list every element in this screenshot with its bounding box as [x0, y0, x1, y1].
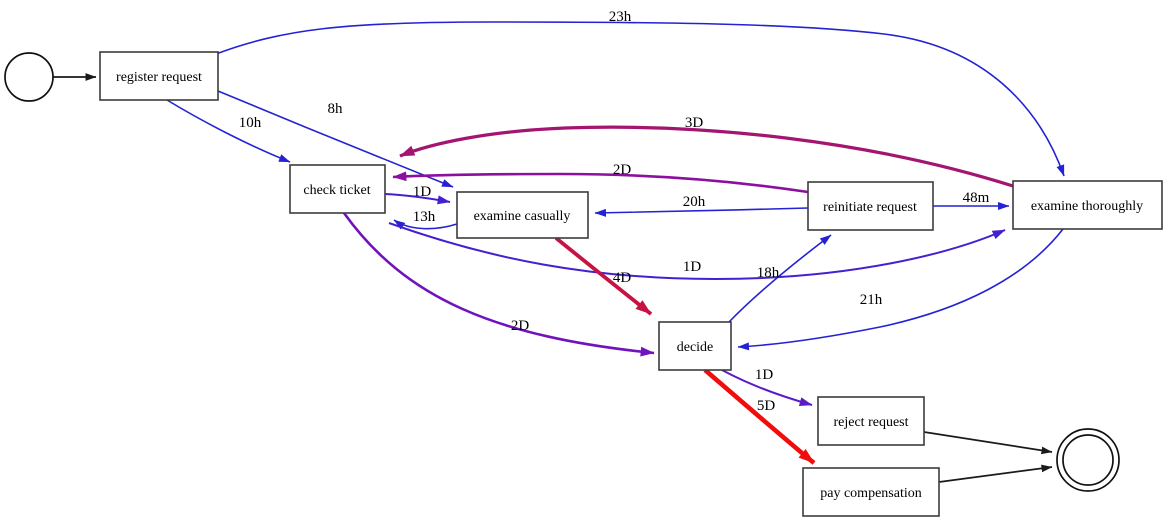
reject-request-label: reject request	[833, 415, 908, 430]
node-reject-request: reject request	[817, 396, 925, 446]
edge-label-register-to-check: 10h	[239, 115, 262, 131]
edge-check-ticket-to-examine-casually	[384, 193, 451, 205]
edge-label-thoroughly-to-check: 3D	[685, 115, 704, 131]
examine-thoroughly-label: examine thoroughly	[1031, 199, 1143, 214]
edge-decide-to-reinitiate-request	[728, 234, 832, 323]
edge-examine-casually-to-decide	[554, 236, 653, 316]
pay-compensation-box	[802, 467, 940, 517]
node-decide: decide	[658, 321, 732, 371]
decide-label: decide	[677, 340, 714, 355]
node-start	[4, 52, 54, 102]
node-end	[1056, 428, 1120, 492]
node-examine-thoroughly: examine thoroughly	[1012, 180, 1163, 230]
nodes: register request check ticket examine ca…	[4, 51, 1163, 517]
node-check-ticket: check ticket	[289, 164, 386, 214]
decide-box	[658, 321, 732, 371]
edge-examine-casually-to-check-ticket	[393, 219, 458, 230]
reinitiate-request-box	[807, 181, 934, 231]
edge-label-decide-to-reject: 1D	[755, 367, 774, 383]
check-ticket-label: check ticket	[303, 183, 370, 198]
edge-reject-request-to-end	[923, 431, 1053, 455]
edge-label-decide-to-pay: 5D	[757, 398, 776, 414]
start-circle	[4, 52, 54, 102]
node-reinitiate-request: reinitiate request	[807, 181, 934, 231]
node-examine-casually: examine casually	[456, 191, 589, 239]
register-request-box	[99, 51, 219, 101]
edge-label-check-to-thoroughly: 1D	[683, 259, 702, 275]
edge-label-register-to-casually: 8h	[328, 101, 344, 117]
edge-label-casually-to-decide: 4D	[613, 270, 632, 286]
edge-label-reinitiate-to-check: 2D	[613, 162, 632, 178]
edge-decide-to-pay-compensation	[703, 368, 816, 465]
edge-label-register-to-thoroughly: 23h	[609, 9, 632, 25]
register-request-label: register request	[116, 70, 202, 85]
edge-check-ticket-to-examine-thoroughly	[388, 222, 1006, 281]
node-pay-compensation: pay compensation	[802, 467, 940, 517]
edge-pay-compensation-to-end	[938, 464, 1053, 483]
pay-compensation-label: pay compensation	[820, 486, 921, 501]
edges: 10h 8h 23h 1D 13h 1D 2D 4D 3D 2D 20h	[53, 9, 1065, 483]
edge-label-check-to-decide: 2D	[511, 318, 530, 334]
edge-reinitiate-request-to-examine-casually	[594, 207, 809, 217]
edge-register-request-to-check-ticket	[166, 99, 291, 163]
edge-label-thoroughly-to-decide: 21h	[860, 292, 883, 308]
end-circle-inner	[1062, 434, 1114, 486]
reinitiate-request-label: reinitiate request	[823, 200, 917, 215]
examine-casually-label: examine casually	[474, 209, 571, 224]
edge-examine-thoroughly-to-check-ticket	[399, 125, 1014, 188]
edge-check-ticket-to-decide	[342, 212, 655, 357]
edge-register-request-to-examine-thoroughly	[215, 21, 1065, 177]
edge-reinitiate-request-to-check-ticket	[392, 171, 809, 194]
examine-casually-box	[456, 191, 589, 239]
edge-label-decide-to-reinitiate: 18h	[757, 265, 780, 281]
examine-thoroughly-box	[1012, 180, 1163, 230]
edge-examine-thoroughly-to-decide	[737, 228, 1064, 351]
edge-decide-to-reject-request	[721, 369, 813, 406]
edge-label-casually-to-check: 13h	[413, 209, 436, 225]
edge-label-reinitiate-to-casually: 20h	[683, 194, 706, 210]
node-register-request: register request	[99, 51, 219, 101]
reject-request-box	[817, 396, 925, 446]
edge-label-check-to-casually: 1D	[413, 184, 432, 200]
check-ticket-box	[289, 164, 386, 214]
edge-label-reinitiate-to-thoroughly: 48m	[963, 190, 990, 206]
